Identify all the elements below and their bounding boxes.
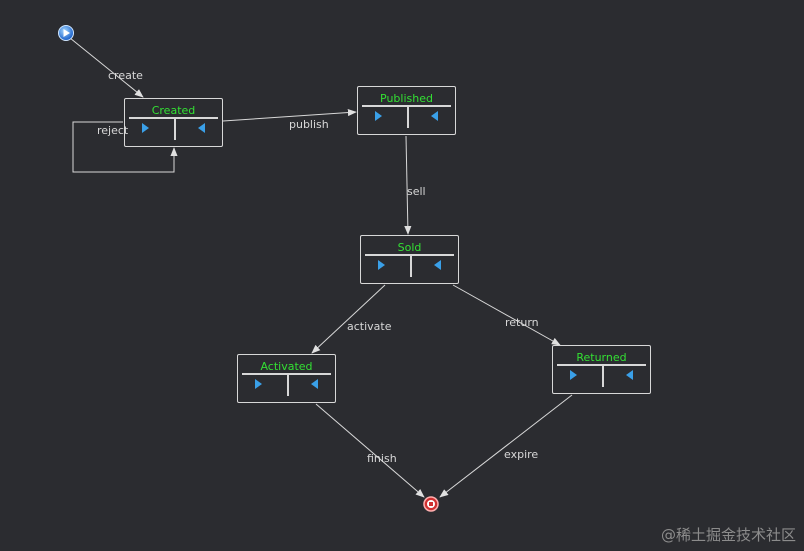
edge-return — [452, 284, 561, 346]
play-right-icon[interactable] — [570, 370, 577, 380]
state-published-label: Published — [380, 92, 433, 105]
play-right-icon[interactable] — [378, 260, 385, 270]
divider — [174, 118, 176, 140]
label-create: create — [108, 69, 143, 82]
play-right-icon[interactable] — [142, 123, 149, 133]
divider — [242, 373, 331, 375]
state-created-label: Created — [151, 104, 196, 117]
start-node-icon[interactable] — [58, 25, 74, 41]
divider — [407, 106, 409, 128]
edge-create — [69, 37, 144, 98]
end-node-icon[interactable] — [423, 496, 439, 512]
label-activate: activate — [347, 320, 392, 333]
state-returned[interactable]: Returned — [552, 345, 651, 394]
divider — [557, 364, 646, 366]
watermark: @稀土掘金技术社区 — [660, 526, 796, 544]
state-returned-label: Returned — [576, 351, 627, 364]
play-left-icon[interactable] — [198, 123, 205, 133]
state-sold[interactable]: Sold — [360, 235, 459, 284]
play-left-icon[interactable] — [311, 379, 318, 389]
play-left-icon[interactable] — [431, 111, 438, 121]
divider — [365, 254, 454, 256]
edge-activate — [311, 284, 386, 354]
divider — [129, 117, 218, 119]
divider — [362, 105, 451, 107]
edge-publish — [222, 108, 357, 122]
label-expire: expire — [504, 448, 539, 461]
play-left-icon[interactable] — [434, 260, 441, 270]
play-right-icon[interactable] — [255, 379, 262, 389]
state-activated-label: Activated — [260, 360, 313, 373]
edge-finish — [315, 403, 425, 498]
label-publish: publish — [289, 118, 329, 131]
edge-expire — [439, 394, 573, 498]
divider — [287, 374, 289, 396]
label-sell: sell — [407, 185, 426, 198]
edge-sell — [404, 135, 412, 235]
play-right-icon[interactable] — [375, 111, 382, 121]
state-published[interactable]: Published — [357, 86, 456, 135]
state-sold-label: Sold — [397, 241, 422, 254]
divider — [410, 255, 412, 277]
edge-reject — [72, 121, 178, 173]
state-created[interactable]: Created — [124, 98, 223, 147]
divider — [602, 365, 604, 387]
state-activated[interactable]: Activated — [237, 354, 336, 403]
label-return: return — [505, 316, 539, 329]
label-reject: reject — [97, 124, 129, 137]
label-finish: finish — [367, 452, 397, 465]
play-left-icon[interactable] — [626, 370, 633, 380]
